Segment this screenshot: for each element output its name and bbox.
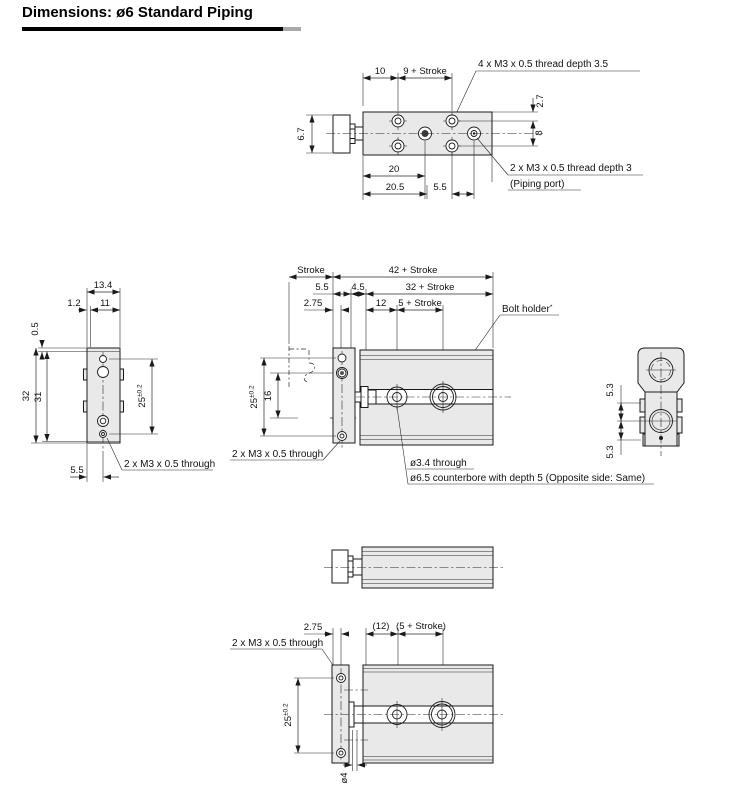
dim-20-5: 20.5 [386,182,405,193]
plain-side-view [324,546,504,589]
label-bolt-holder: Bolt holder* [502,304,553,315]
label-thread2: 2 x M3 x 0.5 thread depth 3 [510,163,632,174]
front-view: 13.4 1.2 11 0.5 32 31 [21,280,215,482]
dim-5-stroke: 5 + Stroke [398,298,442,309]
dim-16: 16 [263,391,274,402]
bottom-view: 2.75 (12) (5 + Stroke) 2 x M3 x 0.5 thro… [230,621,505,784]
dim-2-75-side: 2.75 [304,298,323,309]
dim-25-side: 25±0.2 [249,385,261,409]
title-underline-tail [283,27,301,31]
dim-1-2: 1.2 [67,298,80,309]
dim-2-75-bottom: 2.75 [304,622,323,633]
label-thread4: 4 x M3 x 0.5 thread depth 3.5 [478,59,609,70]
label-piping-port: (Piping port) [510,179,564,190]
top-view: 10 9 + Stroke 4 x M3 x 0.5 thread depth … [296,59,643,200]
side-view: Stroke 42 + Stroke 5.5 4.5 32 + Stroke 2… [230,265,654,485]
dim-5-3-upper: 5.3 [605,383,616,396]
dim-12: 12 [376,298,387,309]
dim-2-7: 2.7 [535,94,546,107]
label-dia-6-5: ø6.5 counterbore with depth 5 (Opposite … [410,473,645,484]
dim-12-bottom: (12) [373,621,390,632]
dim-42-stroke: 42 + Stroke [389,265,438,276]
dim-13-4: 13.4 [94,280,113,291]
dim-25-bottom: 25±0.2 [283,703,295,727]
label-through-bottom: 2 x M3 x 0.5 through [232,638,323,649]
dim-20: 20 [389,164,400,175]
dim-11: 11 [100,298,110,309]
dim-5-3-lower: 5.3 [605,445,616,458]
dim-5-5: 5.5 [433,182,446,193]
dim-25-front: 25±0.2 [137,384,149,408]
label-through-side: 2 x M3 x 0.5 through [232,449,323,460]
page-title: Dimensions: ø6 Standard Piping [22,4,253,21]
dim-32-stroke: 32 + Stroke [406,282,455,293]
piping-port-hole [467,126,481,141]
dim-32: 32 [21,391,32,402]
dim-4-5: 4.5 [351,282,364,293]
mounting-holes [389,112,461,155]
label-through-front: 2 x M3 x 0.5 through [124,459,215,470]
dim-9-stroke: 9 + Stroke [403,66,447,77]
dim-0-5: 0.5 [30,322,41,335]
dim-5-5-side: 5.5 [315,282,328,293]
table-plate-front [86,347,121,444]
title-underline [22,27,283,31]
table-plate-side [332,347,356,444]
dim-6-7: 6.7 [296,127,307,140]
rod-end-plate-top [332,114,351,154]
dim-10: 10 [375,66,386,77]
label-dia-3-4: ø3.4 through [410,458,467,469]
dim-5-stroke-bottom: (5 + Stroke) [396,621,446,632]
end-view: 5.3 5.3 [605,347,685,459]
dim-stroke: Stroke [297,265,324,276]
rod-end-plate [331,549,349,584]
dim-8: 8 [534,130,545,135]
dim-5-5-front: 5.5 [70,465,83,476]
dim-dia-4: ø4 [339,772,350,783]
dim-31: 31 [33,392,44,403]
